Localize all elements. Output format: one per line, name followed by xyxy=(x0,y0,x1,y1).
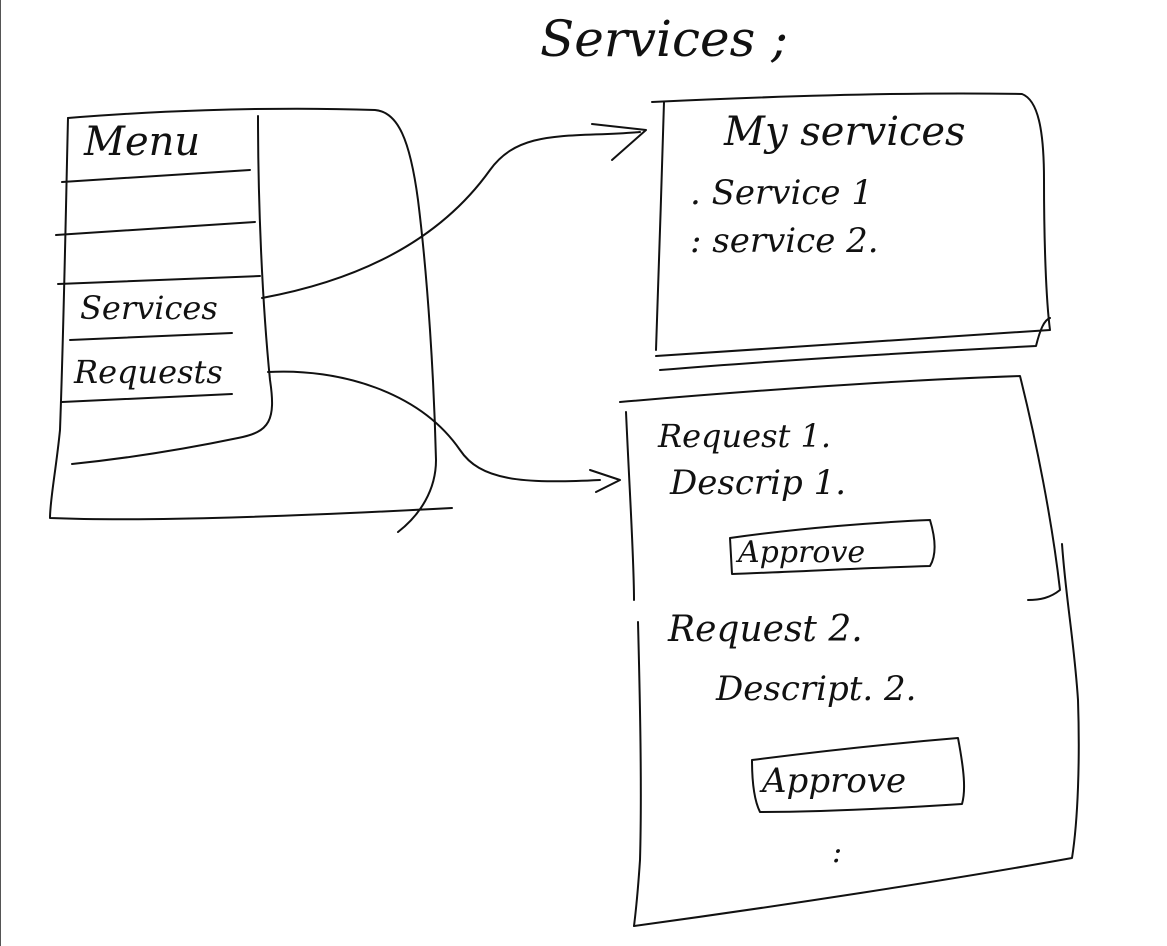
approve-button-1[interactable]: Approve xyxy=(738,535,866,570)
request-1-name: Request 1. xyxy=(658,417,832,455)
requests-panel-outline xyxy=(619,375,1080,927)
my-services-panel-outline xyxy=(651,92,1051,371)
approve-button-2[interactable]: Approve xyxy=(762,761,907,801)
approve-button-2-outline xyxy=(751,737,966,813)
my-services-title: My services xyxy=(724,109,966,155)
left-frame-edge xyxy=(0,0,1,946)
request-2-description: Descript. 2. xyxy=(716,669,917,709)
approve-button-1-outline xyxy=(729,519,936,575)
my-services-item[interactable]: : service 2. xyxy=(690,221,879,261)
requests-to-requests-panel-arrow xyxy=(267,370,621,493)
menu-heading: Menu xyxy=(84,119,201,165)
menu-item-requests[interactable]: Requests xyxy=(74,353,223,391)
request-2-name: Request 2. xyxy=(668,609,863,650)
more-requests-ellipsis: : xyxy=(832,835,843,870)
my-services-item[interactable]: . Service 1 xyxy=(690,173,873,213)
page-title: Services ; xyxy=(540,10,788,68)
menu-item-services[interactable]: Services xyxy=(80,289,218,327)
request-1-description: Descrip 1. xyxy=(670,463,847,503)
menu-panel-outline xyxy=(49,107,453,533)
services-to-my-services-arrow xyxy=(261,123,647,299)
menu-row-dividers xyxy=(55,169,261,403)
